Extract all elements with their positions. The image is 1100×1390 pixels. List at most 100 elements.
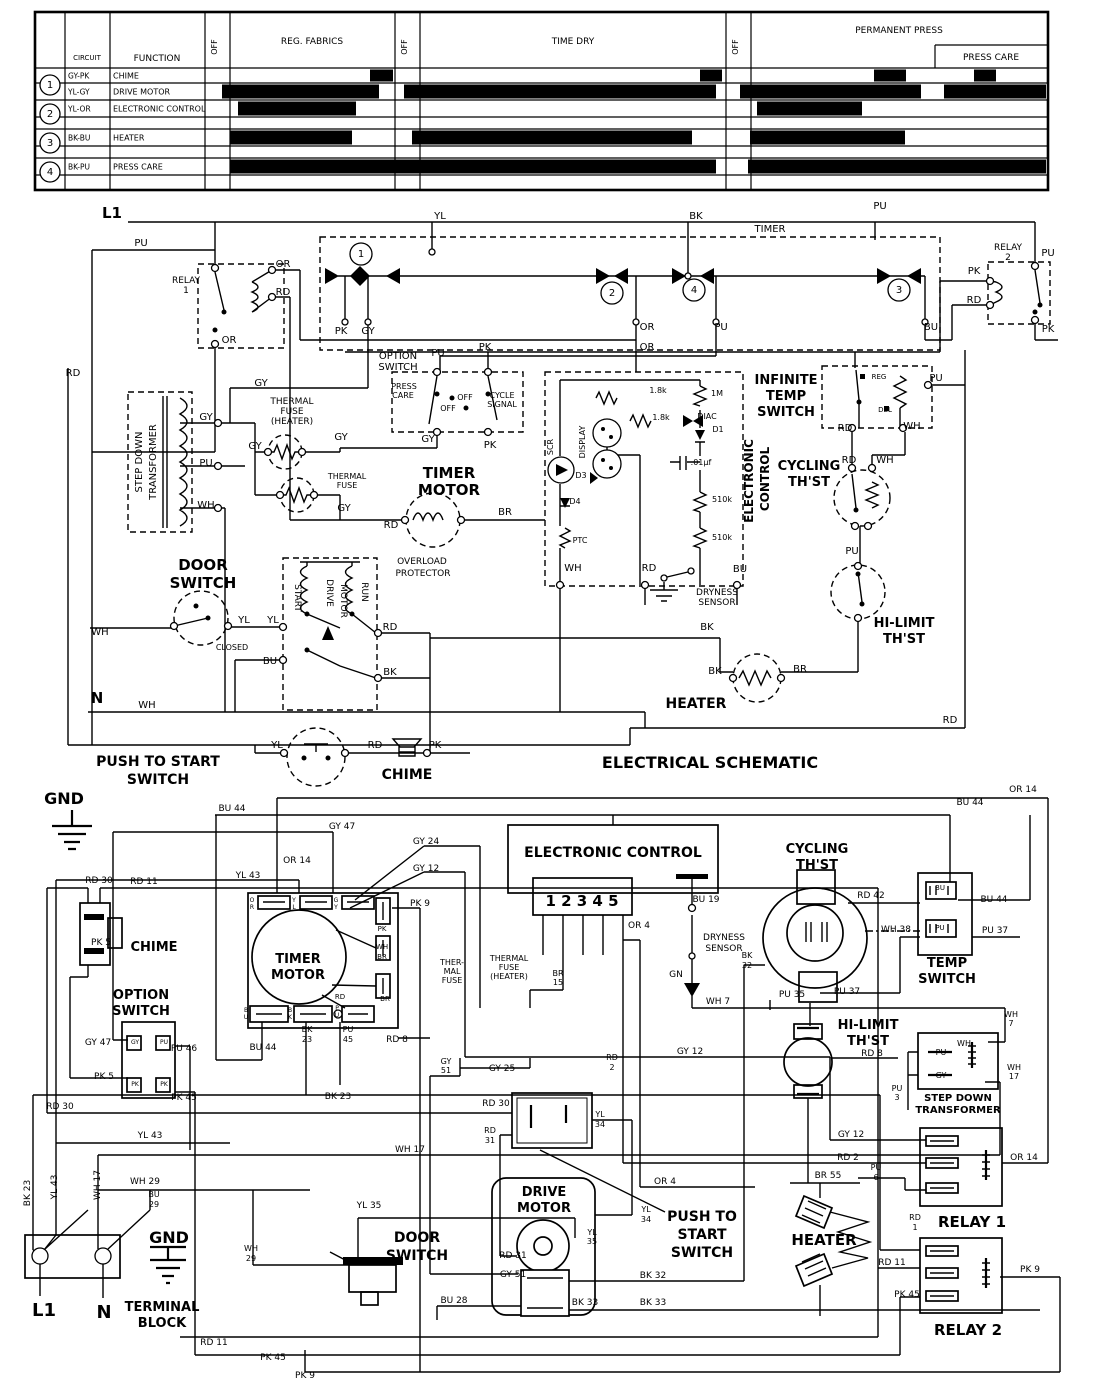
label: PUSH TO START (96, 754, 220, 770)
label: 29 (149, 1200, 159, 1209)
label: BK (742, 951, 753, 960)
timing-bar (412, 130, 692, 145)
label: GY (131, 1039, 139, 1046)
label: PK (335, 326, 348, 337)
label: 3 (896, 285, 902, 296)
label: PRESS CARE (963, 53, 1019, 63)
label: TIMER (754, 224, 786, 235)
label: GY (248, 441, 262, 452)
label: 1 (47, 80, 53, 91)
label: GN (669, 970, 683, 980)
label: PU (892, 1084, 903, 1093)
label: SWITCH (757, 405, 815, 420)
label: BK (302, 1025, 313, 1034)
door-switch-symbol (169, 590, 233, 646)
label: RD (484, 1126, 496, 1135)
label: YL-OR (67, 105, 91, 114)
label: CYCLE (490, 391, 515, 400)
label: GY 12 (838, 1130, 864, 1140)
label: DIAC (697, 412, 717, 421)
label: OPTION (379, 351, 417, 362)
label: WH (1004, 1010, 1018, 1019)
label: YL 35 (356, 1201, 382, 1211)
label: RELAY (172, 276, 201, 286)
label: L1 (102, 204, 122, 222)
timing-bar (230, 130, 352, 145)
label: BK-BU (68, 134, 90, 143)
label: 1 (358, 249, 364, 260)
label: CHIME (113, 72, 139, 81)
label: RD (838, 423, 853, 434)
label: 1.8k (652, 413, 670, 422)
label: RD 30 (85, 876, 113, 886)
label: WH 29 (130, 1177, 160, 1187)
label: OFF (457, 393, 473, 402)
label: 2 (47, 109, 53, 120)
terminal-block-component (24, 1234, 121, 1279)
label: THERMAL (327, 472, 367, 481)
label: PUSH TO (667, 1209, 737, 1225)
label: 35 (587, 1237, 597, 1246)
label: K (288, 1014, 293, 1021)
door-switch-component (329, 1251, 403, 1306)
label: BK 23 (23, 1180, 33, 1206)
label: DOOR (178, 556, 228, 574)
label: ELECTRONIC (742, 439, 756, 523)
label: 2 (1005, 253, 1011, 263)
label: BK-PU (68, 163, 90, 172)
label: YL (640, 1205, 651, 1214)
relay-1-component (919, 1127, 1003, 1207)
label: BK 33 (572, 1298, 598, 1308)
label: D3 (575, 471, 586, 480)
label: 1M (711, 389, 723, 398)
label: FUSE (499, 963, 520, 972)
label: BU 44 (249, 1043, 276, 1053)
label: REG (872, 373, 887, 381)
label: DEL (878, 406, 892, 414)
label: RD (384, 520, 399, 531)
label: OFF (731, 39, 740, 55)
label: WH (957, 1039, 971, 1048)
label: PU (134, 238, 147, 249)
label: WH (876, 455, 893, 466)
timing-bar (757, 101, 862, 116)
label: RD (943, 715, 958, 726)
label: BR 55 (815, 1171, 842, 1181)
label: YL (237, 615, 250, 626)
label: PK 45 (260, 1353, 286, 1363)
label: GY 47 (85, 1038, 111, 1048)
label: PERMANENT PRESS (855, 26, 943, 36)
label: BK (383, 667, 397, 678)
label: HEATER (666, 696, 727, 712)
label: PU (845, 546, 858, 557)
label: YL (270, 740, 283, 751)
label: RD 30 (482, 1099, 510, 1109)
label: PU 46 (171, 1044, 198, 1054)
label: PU (929, 373, 942, 384)
label: HI-LIMIT (838, 1018, 899, 1033)
label: SWITCH (378, 362, 417, 373)
label: 4 (47, 167, 53, 178)
electronic-control-block (544, 371, 744, 590)
label: GY 47 (329, 822, 355, 832)
label: INFINITE (755, 373, 818, 388)
label: RD (368, 740, 383, 751)
label: BK 33 (640, 1298, 666, 1308)
chime-component (79, 902, 123, 966)
timing-bar (404, 84, 716, 99)
label: PRESS CARE (113, 163, 163, 172)
hi-limit-component (783, 1023, 833, 1099)
label: L (292, 904, 296, 911)
label: BU (924, 322, 938, 333)
label: DRIVE MOTOR (113, 88, 171, 97)
label: TIMER (423, 464, 476, 482)
label: RD (909, 1213, 921, 1222)
label: REG. FABRICS (281, 37, 344, 47)
label: PU (343, 1025, 354, 1034)
label: BR (498, 507, 512, 518)
cycling-thermostat-component (762, 869, 868, 1003)
label: Y (291, 897, 296, 904)
circuit-number-circles (39, 74, 61, 183)
